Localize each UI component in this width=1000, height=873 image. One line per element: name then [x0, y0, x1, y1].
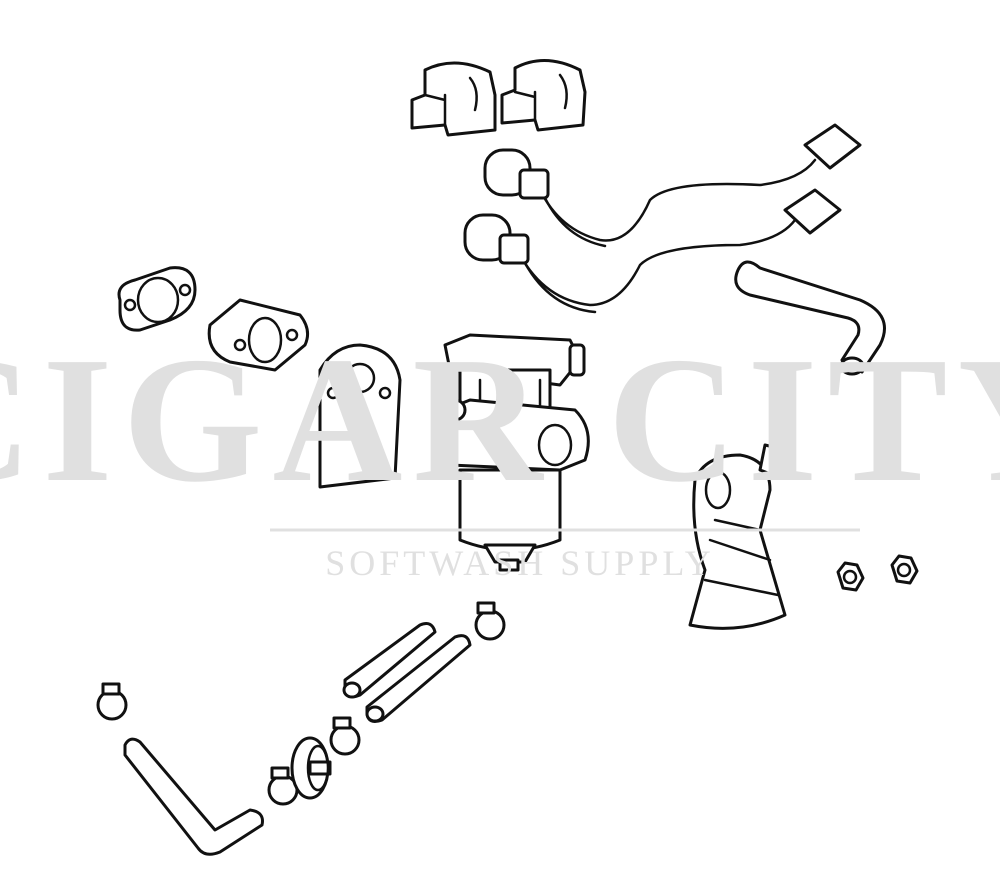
- coil-cover-right: [500, 58, 587, 132]
- solenoid-lower: [463, 188, 842, 314]
- breather-hose: [734, 260, 886, 376]
- watermark-logo: CIGAR CITY SOFTWASH SUPPLY: [0, 320, 1000, 583]
- solenoid-upper: [483, 123, 862, 248]
- hose-clamp-2: [474, 601, 506, 641]
- gasket: [117, 266, 197, 332]
- plate-gasket: [318, 343, 402, 489]
- watermark-tagline: SOFTWASH SUPPLY: [325, 543, 714, 583]
- hose-clamp-1: [96, 682, 128, 721]
- l-shaped-fuel-hose: [123, 737, 264, 856]
- fuel-filter: [290, 736, 332, 800]
- insulator-spacer: [207, 298, 310, 372]
- watermark-brand: CIGAR CITY: [0, 320, 1000, 519]
- fuel-line-upper: [342, 622, 437, 699]
- coil-cover-left: [410, 61, 497, 137]
- fuel-line-lower: [365, 634, 472, 723]
- flange-nut-left: [836, 561, 865, 592]
- hose-clamp-3: [329, 716, 361, 756]
- intake-elbow: [688, 443, 787, 630]
- flange-nut-right: [890, 554, 919, 585]
